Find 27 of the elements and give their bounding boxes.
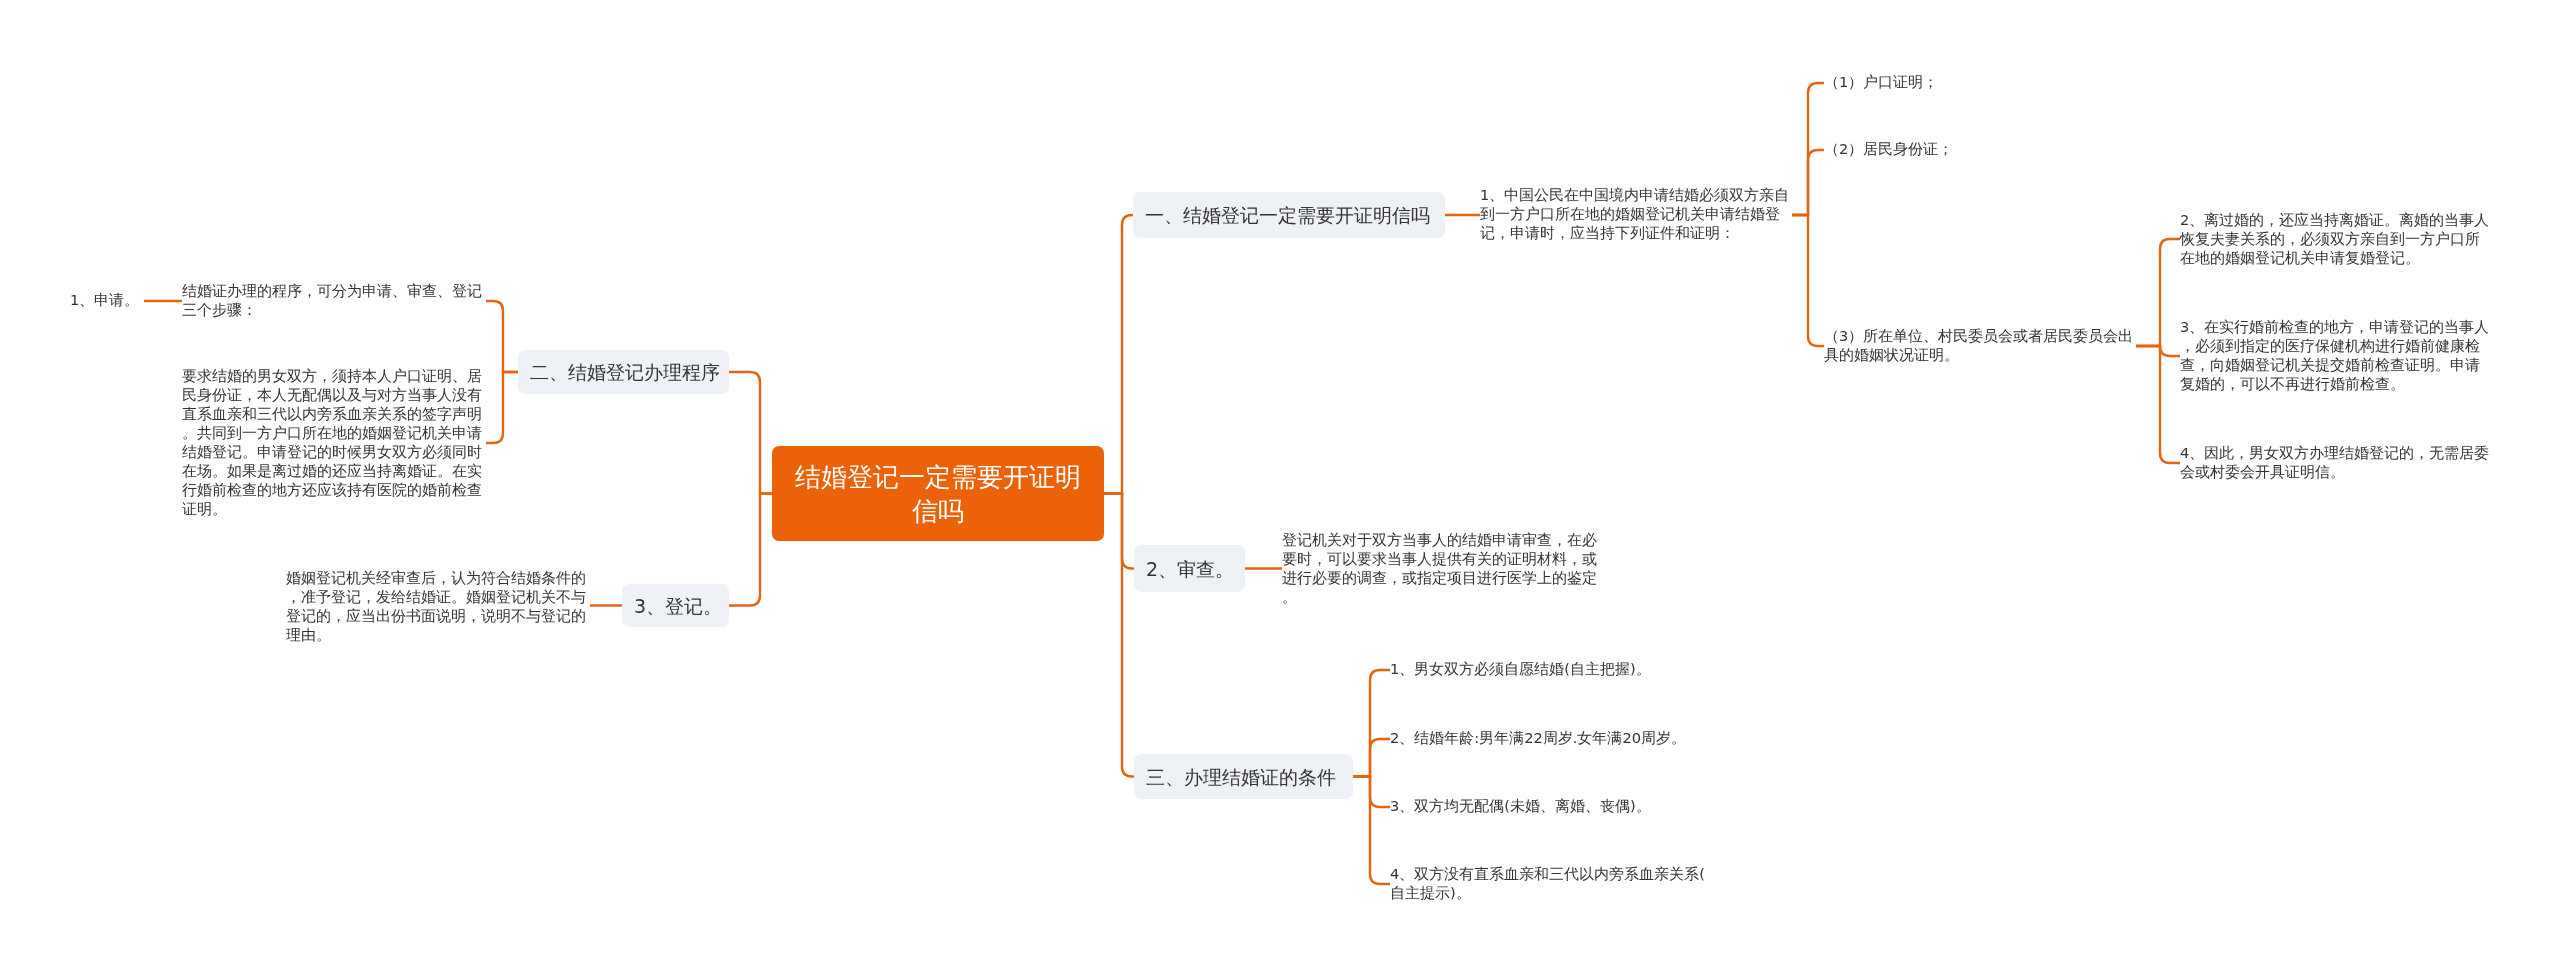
topic-text: （3）所在单位、村民委员会或者居民委员会出具的婚姻状况证明。	[1824, 326, 2136, 366]
topic-box: 二、结婚登记办理程序	[518, 350, 729, 394]
connector	[1245, 567, 1282, 570]
topic-text: 4、双方没有直系血亲和三代以内旁系血亲关系(自主提示)。	[1390, 864, 1706, 904]
connector	[590, 604, 622, 607]
topic-text: 2、结婚年龄:男年满22周岁.女年满20周岁。	[1390, 728, 1720, 750]
topic-text: 3、在实行婚前检查的地方，申请登记的当事人，必须到指定的医疗保健机构进行婚前健康检查，向婚姻登记机关提交婚前检查证明。申请复婚的，可以不再进行婚前检查。	[2180, 317, 2492, 395]
topic-box: 2、审查。	[1134, 545, 1245, 592]
topic-text: 4、因此，男女双方办理结婚登记的，无需居委会或村委会开具证明信。	[2180, 443, 2492, 483]
topic-text: 要求结婚的男女双方，须持本人户口证明、居民身份证，本人无配偶以及与对方当事人没有直系血亲和三代以内旁系血亲关系的签字声明。共同到一方户口所在地的婚姻登记机关申请结婚登记。申请登记的时候男女双方必须同时在场。如果是离过婚的还应当持离婚证。在实行婚前检查的地方还应该持有医院的婚前检查证明。	[182, 366, 486, 520]
topic-box: 一、结婚登记一定需要开证明信吗	[1133, 192, 1445, 238]
topic-text: 结婚证办理的程序，可分为申请、审查、登记三个步骤：	[182, 281, 486, 321]
topic-box: 三、办理结婚证的条件	[1134, 754, 1353, 799]
topic-text: 1、中国公民在中国境内申请结婚必须双方亲自到一方户口所在地的婚姻登记机关申请结婚登记，申请时，应当持下列证件和证明：	[1480, 185, 1792, 245]
topic-text: 1、男女双方必须自愿结婚(自主把握)。	[1390, 659, 1720, 681]
topic-text: 登记机关对于双方当事人的结婚申请审查，在必要时，可以要求当事人提供有关的证明材料，或进行必要的调查，或指定项目进行医学上的鉴定。	[1282, 530, 1598, 608]
topic-text: 2、离过婚的，还应当持离婚证。离婚的当事人恢复夫妻关系的，必须双方亲自到一方户口所在地的婚姻登记机关申请复婚登记。	[2180, 210, 2492, 268]
central-topic-box: 结婚登记一定需要开证明信吗	[772, 446, 1104, 541]
topic-box: 3、登记。	[622, 584, 729, 627]
topic-text: （1）户口证明；	[1824, 72, 2024, 94]
topic-text: 婚姻登记机关经审查后，认为符合结婚条件的，准予登记，发给结婚证。婚姻登记机关不与登记的，应当出份书面说明，说明不与登记的理由。	[286, 568, 590, 646]
connector	[1104, 492, 1134, 778]
topic-text: 3、双方均无配偶(未婚、离婚、丧偶)。	[1390, 796, 1720, 818]
topic-text: 1、申请。	[70, 290, 144, 312]
connector	[1445, 213, 1480, 217]
topic-text: （2）居民身份证；	[1824, 139, 2024, 161]
connector	[144, 299, 182, 303]
